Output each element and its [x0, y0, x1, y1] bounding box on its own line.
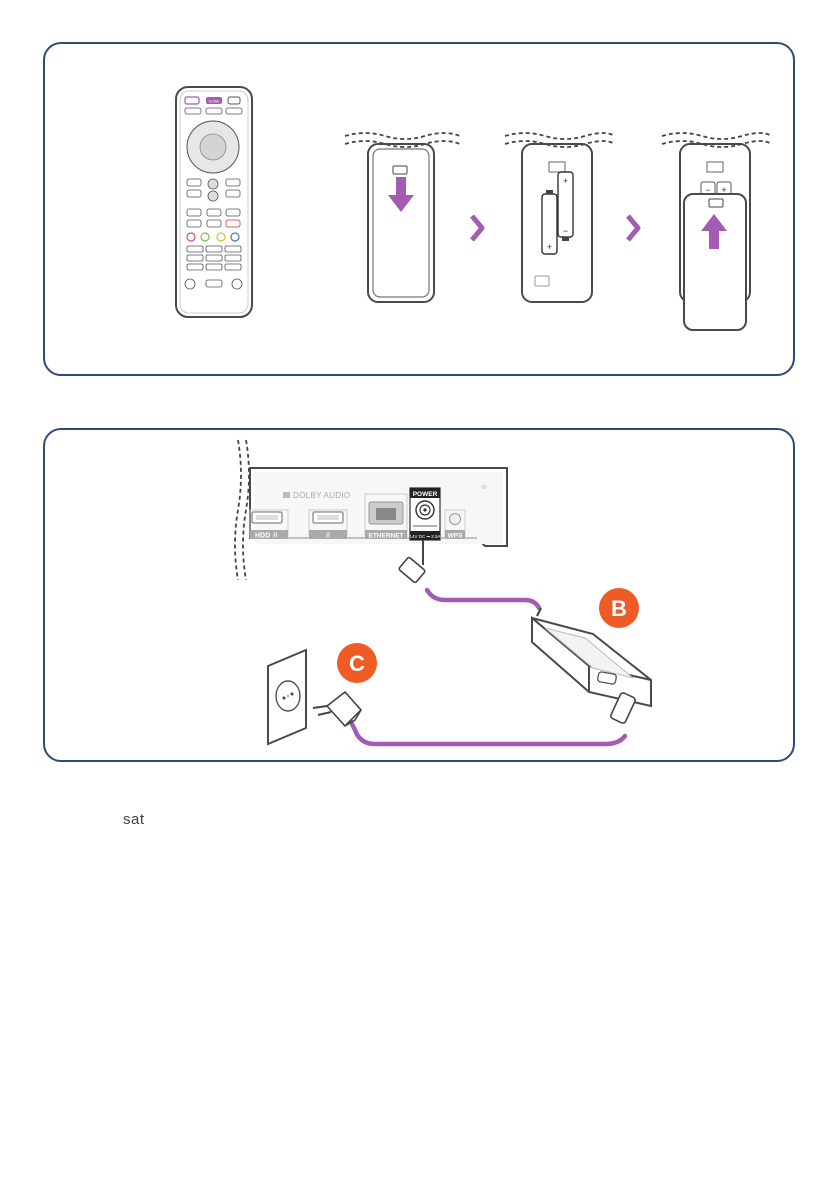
dolby-audio-label: DOLBY AUDIO	[293, 491, 350, 500]
power-connection-panel: DOLBY AUDIO HDD ⭿ ⭿ ETHERNET POWE	[43, 428, 795, 762]
dc-cable	[398, 540, 539, 608]
guide-key-label: GUIDE	[208, 100, 220, 104]
step-badge-b: B	[599, 588, 639, 628]
hdd-port-label: HDD	[255, 533, 270, 540]
power-rating-label: 14V DC ⎓ 2.5A	[409, 534, 440, 539]
step-open-cover	[345, 133, 460, 302]
ac-plug	[313, 692, 361, 726]
power-adapter	[532, 608, 651, 706]
ac-cable	[350, 692, 636, 744]
svg-text:+: +	[547, 242, 552, 252]
step-arrow-1	[472, 216, 482, 240]
svg-text:+: +	[563, 176, 568, 186]
remote-control: GUIDE	[176, 87, 252, 317]
step-insert-batteries: + + −	[505, 133, 615, 302]
caption-text: sat	[123, 811, 145, 828]
power-port-label: POWER	[413, 491, 438, 498]
ethernet-port-label: ETHERNET	[368, 533, 403, 540]
svg-text:⭿: ⭿	[273, 533, 278, 540]
step-close-cover: − +	[662, 133, 772, 330]
battery-illustration: GUIDE	[45, 44, 797, 378]
svg-text:⭿: ⭿	[326, 533, 331, 540]
wps-port-label: WPS	[448, 533, 463, 540]
wall-socket	[268, 650, 306, 744]
connection-illustration: DOLBY AUDIO HDD ⭿ ⭿ ETHERNET POWE	[45, 430, 797, 764]
step-arrow-2	[628, 216, 638, 240]
badge-c-label: C	[349, 651, 365, 676]
set-top-box-rear: DOLBY AUDIO HDD ⭿ ⭿ ETHERNET POWE	[250, 468, 507, 546]
step-badge-c: C	[337, 643, 377, 683]
badge-b-label: B	[611, 596, 627, 621]
battery-instructions-panel: GUIDE	[43, 42, 795, 376]
svg-text:−: −	[563, 226, 568, 236]
